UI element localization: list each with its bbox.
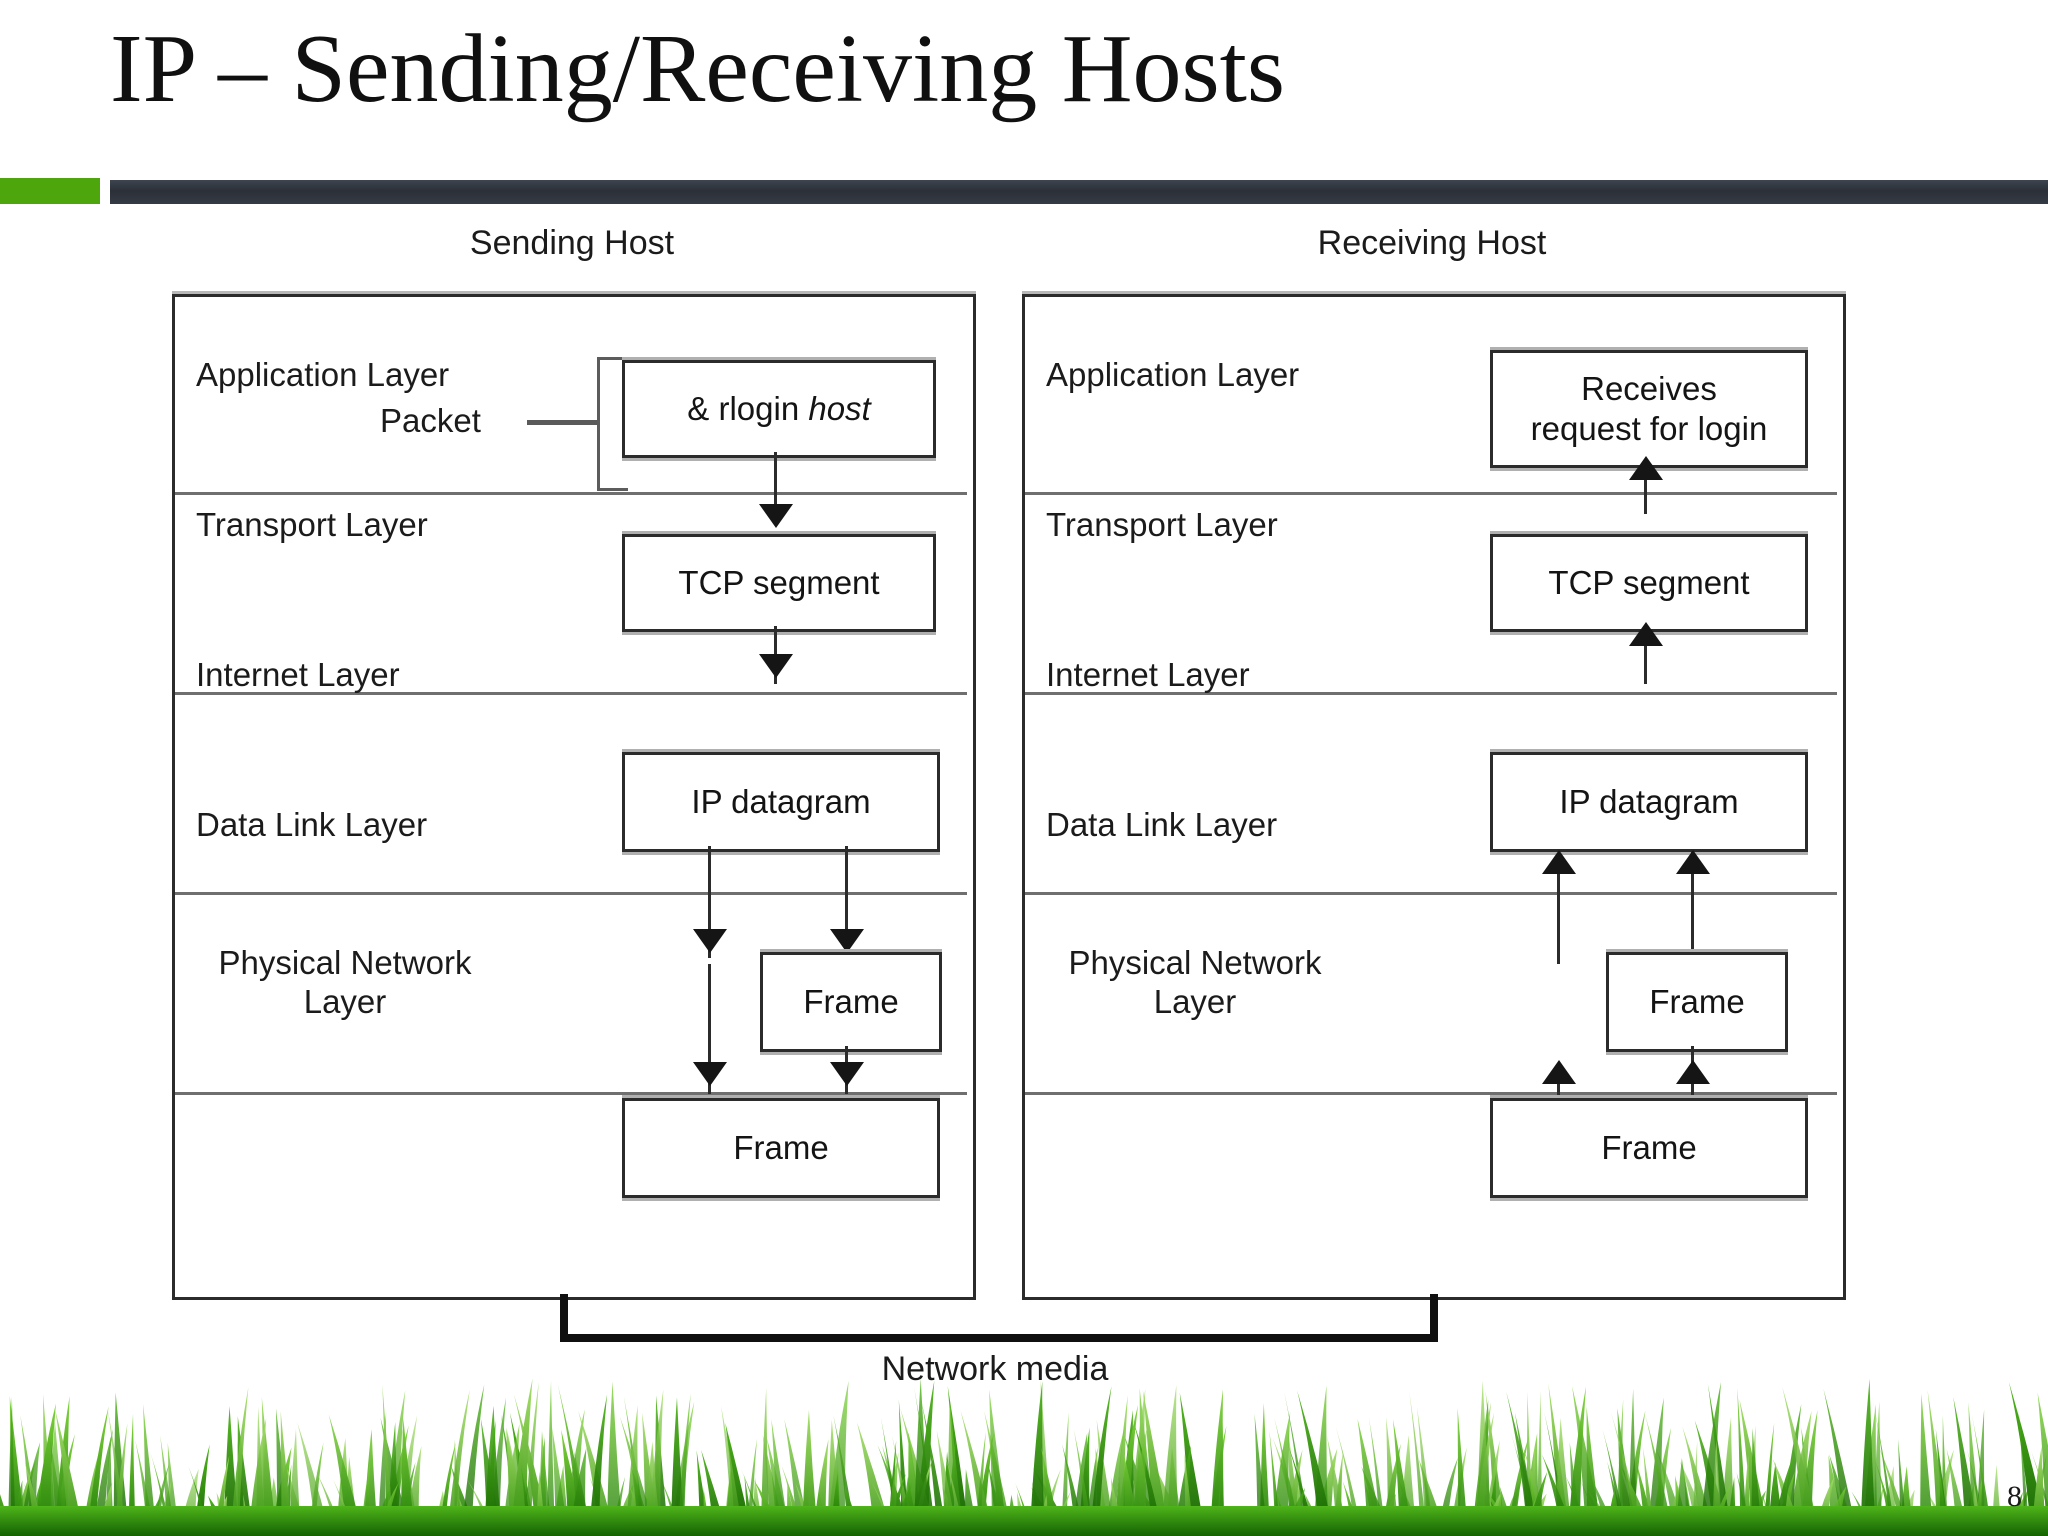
- arrowhead-app-to-transport: [759, 504, 793, 528]
- arrowhead-internet-branch-left: [693, 929, 727, 953]
- arrow-line-app-to-transport: [774, 452, 777, 510]
- arrow-line-datalink-branch-left: [708, 964, 711, 1094]
- sending-app-text: & rlogin: [687, 390, 809, 428]
- arrowhead-datalink-branch-right: [830, 1062, 864, 1086]
- label-right-datalink: Data Link Layer: [1046, 806, 1278, 843]
- sending-transport-box: TCP segment: [622, 534, 936, 632]
- arrow-line-right-branch-left-lower: [1557, 1064, 1560, 1126]
- arrow-line-internet-branch-right: [845, 846, 848, 958]
- arrowhead-transport-to-internet: [759, 654, 793, 678]
- receiving-transport-box: TCP segment: [1490, 534, 1808, 632]
- sending-physical-frame-box: Frame: [622, 1098, 940, 1198]
- page-number: 8: [2007, 1480, 2022, 1513]
- arrowhead-right-branch-left-lower: [1542, 1060, 1576, 1084]
- arrowhead-internet-branch-right: [830, 929, 864, 953]
- protocol-stack-diagram: Sending Host Receiving Host Application …: [0, 204, 2048, 1388]
- page-title: IP – Sending/Receiving Hosts: [110, 15, 1286, 123]
- label-right-internet: Internet Layer: [1046, 656, 1250, 693]
- arrowhead-transport-to-app-right: [1629, 456, 1663, 480]
- sep-right-1: [1025, 492, 1837, 495]
- arrow-line-right-branch-right-lower: [1691, 1046, 1694, 1126]
- packet-label: Packet: [380, 402, 481, 439]
- arrowhead-right-branch-left-upper: [1542, 850, 1576, 874]
- arrow-line-internet-branch-left: [708, 846, 711, 958]
- sending-host-title: Sending Host: [469, 224, 675, 262]
- divider-bar: [110, 180, 2048, 204]
- arrowhead-right-branch-right-lower: [1676, 1060, 1710, 1084]
- label-left-physical: Physical Network Layer: [218, 944, 472, 1020]
- arrowhead-right-branch-right-upper: [1676, 850, 1710, 874]
- network-media-connector: [560, 1294, 1438, 1342]
- divider-green-accent: [0, 178, 100, 204]
- receiving-physical-frame-box: Frame: [1490, 1098, 1808, 1198]
- label-right-transport: Transport Layer: [1046, 506, 1278, 543]
- sep-right-2: [1025, 692, 1837, 695]
- sep-left-3: [175, 892, 967, 895]
- grass-footer-decoration: [0, 1366, 2048, 1536]
- label-left-transport: Transport Layer: [196, 506, 428, 543]
- packet-leader-line: [527, 420, 599, 425]
- label-right-application: Application Layer: [1046, 356, 1300, 393]
- sep-left-2: [175, 692, 967, 695]
- label-left-datalink: Data Link Layer: [196, 806, 428, 843]
- label-left-application: Application Layer: [196, 356, 450, 393]
- label-right-physical: Physical Network Layer: [1068, 944, 1322, 1020]
- network-media-label: Network media: [881, 1350, 1109, 1388]
- arrow-line-transport-to-app-right: [1644, 462, 1647, 514]
- sending-app-text-italic: host: [808, 390, 871, 428]
- sending-datalink-frame-box: Frame: [760, 952, 942, 1052]
- label-left-internet: Internet Layer: [196, 656, 400, 693]
- sending-application-packet-box: & rlogin host: [622, 360, 936, 458]
- arrow-line-right-branch-left-upper: [1557, 872, 1560, 964]
- receiving-application-box: Receives request for login: [1490, 350, 1808, 468]
- receiving-datalink-frame-box: Frame: [1606, 952, 1788, 1052]
- arrowhead-internet-to-transport-right: [1629, 622, 1663, 646]
- sep-left-1: [175, 492, 967, 495]
- receiving-host-title: Receiving Host: [1317, 224, 1547, 262]
- packet-bracket: [597, 357, 628, 491]
- sep-left-4: [175, 1092, 967, 1095]
- sep-right-3: [1025, 892, 1837, 895]
- sep-right-4: [1025, 1092, 1837, 1095]
- grass-svg: [0, 1378, 2048, 1536]
- arrow-line-right-branch-right-upper: [1691, 850, 1694, 962]
- receiving-internet-box: IP datagram: [1490, 752, 1808, 852]
- arrowhead-datalink-branch-left: [693, 1062, 727, 1086]
- arrow-line-internet-to-transport-right: [1644, 626, 1647, 684]
- sending-internet-box: IP datagram: [622, 752, 940, 852]
